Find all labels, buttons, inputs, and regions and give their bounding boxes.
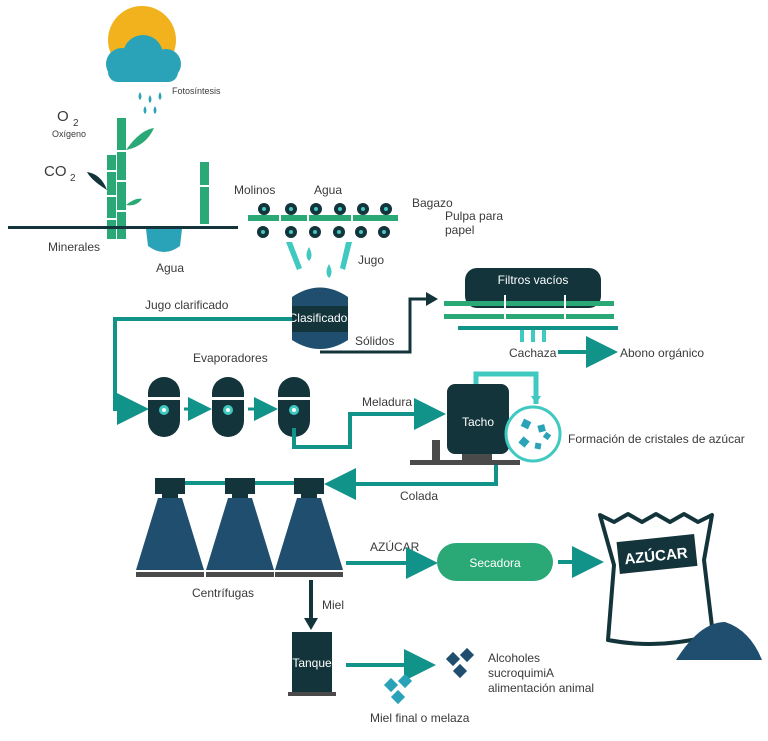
filtros-vacios-label: Filtros vacíos xyxy=(498,273,569,287)
solidos-arrowhead xyxy=(426,292,438,306)
azucar-flow-label: AZÚCAR xyxy=(370,539,420,554)
tacho-vessel xyxy=(410,371,541,465)
secadora-label: Secadora xyxy=(469,556,521,570)
secadora-button-shape xyxy=(437,543,553,581)
clasificador-label: Clasificador xyxy=(289,311,352,325)
o2-label: O xyxy=(57,108,69,125)
colada-label: Colada xyxy=(400,489,438,503)
co2-label: CO xyxy=(44,163,67,180)
centrifuge-1 xyxy=(136,478,204,577)
miel-label: Miel xyxy=(322,598,344,612)
oxigeno-label: Oxígeno xyxy=(52,129,86,139)
alimentacion-label: alimentación animal xyxy=(488,681,594,695)
tanque-vessel xyxy=(288,632,336,696)
colada-flow xyxy=(324,465,498,500)
agua-molinos-label: Agua xyxy=(314,183,342,197)
sugar-cane-icon xyxy=(87,118,209,239)
co2-subscript: 2 xyxy=(70,173,76,184)
pulpa-label-line1: Pulpa para xyxy=(445,209,503,223)
minerales-label: Minerales xyxy=(48,240,100,254)
solidos-label: Sólidos xyxy=(355,334,394,348)
rain-drops-icon xyxy=(138,92,162,114)
water-pool xyxy=(146,229,182,252)
centrifuge-3 xyxy=(275,478,343,577)
melaza-crystals-icon xyxy=(383,673,413,705)
abono-organico-label: Abono orgánico xyxy=(620,346,704,360)
meladura-flow xyxy=(292,398,446,449)
filtros-vacios-unit xyxy=(444,268,618,342)
evaporator-2 xyxy=(212,377,244,437)
derivatives-crystals-icon xyxy=(445,647,475,679)
tanque-label: Tanque xyxy=(292,656,332,670)
evaporator-3 xyxy=(278,377,310,437)
jugo-clarificado-label: Jugo clarificado xyxy=(145,298,229,312)
o2-subscript: 2 xyxy=(73,118,79,129)
sucroquimica-label: sucroquimiA xyxy=(488,666,554,680)
bagazo-label: Bagazo xyxy=(412,196,453,210)
ground-line xyxy=(8,226,238,229)
cachaza-label: Cachaza xyxy=(509,346,557,360)
centrifugas-label: Centrífugas xyxy=(192,586,254,600)
solidos-flow-arrow xyxy=(320,297,426,354)
miel-final-label: Miel final o melaza xyxy=(370,711,470,725)
juice-streams xyxy=(286,242,352,278)
jugo-clarificado-flow xyxy=(113,317,292,425)
crystal-magnifier-icon xyxy=(504,405,562,463)
agua-suelo-label: Agua xyxy=(156,261,184,275)
evaporadores-label: Evaporadores xyxy=(193,351,268,365)
meladura-label: Meladura xyxy=(362,395,412,409)
pulpa-label-line2: papel xyxy=(445,223,474,237)
fotosintesis-label: Fotosíntesis xyxy=(172,86,221,96)
alcoholes-label: Alcoholes xyxy=(488,651,540,665)
mill-rollers xyxy=(248,203,398,238)
molinos-label: Molinos xyxy=(234,183,275,197)
cloud-icon xyxy=(106,35,181,82)
cristales-label: Formación de cristales de azúcar xyxy=(568,432,745,446)
evaporator-1 xyxy=(148,377,180,437)
sugar-bag-icon xyxy=(598,512,762,660)
clarificador-tank xyxy=(292,287,348,349)
tacho-label: Tacho xyxy=(462,415,494,429)
jugo-label: Jugo xyxy=(358,253,384,267)
centrifuge-2 xyxy=(206,478,274,577)
miel-arrowhead xyxy=(304,618,318,630)
